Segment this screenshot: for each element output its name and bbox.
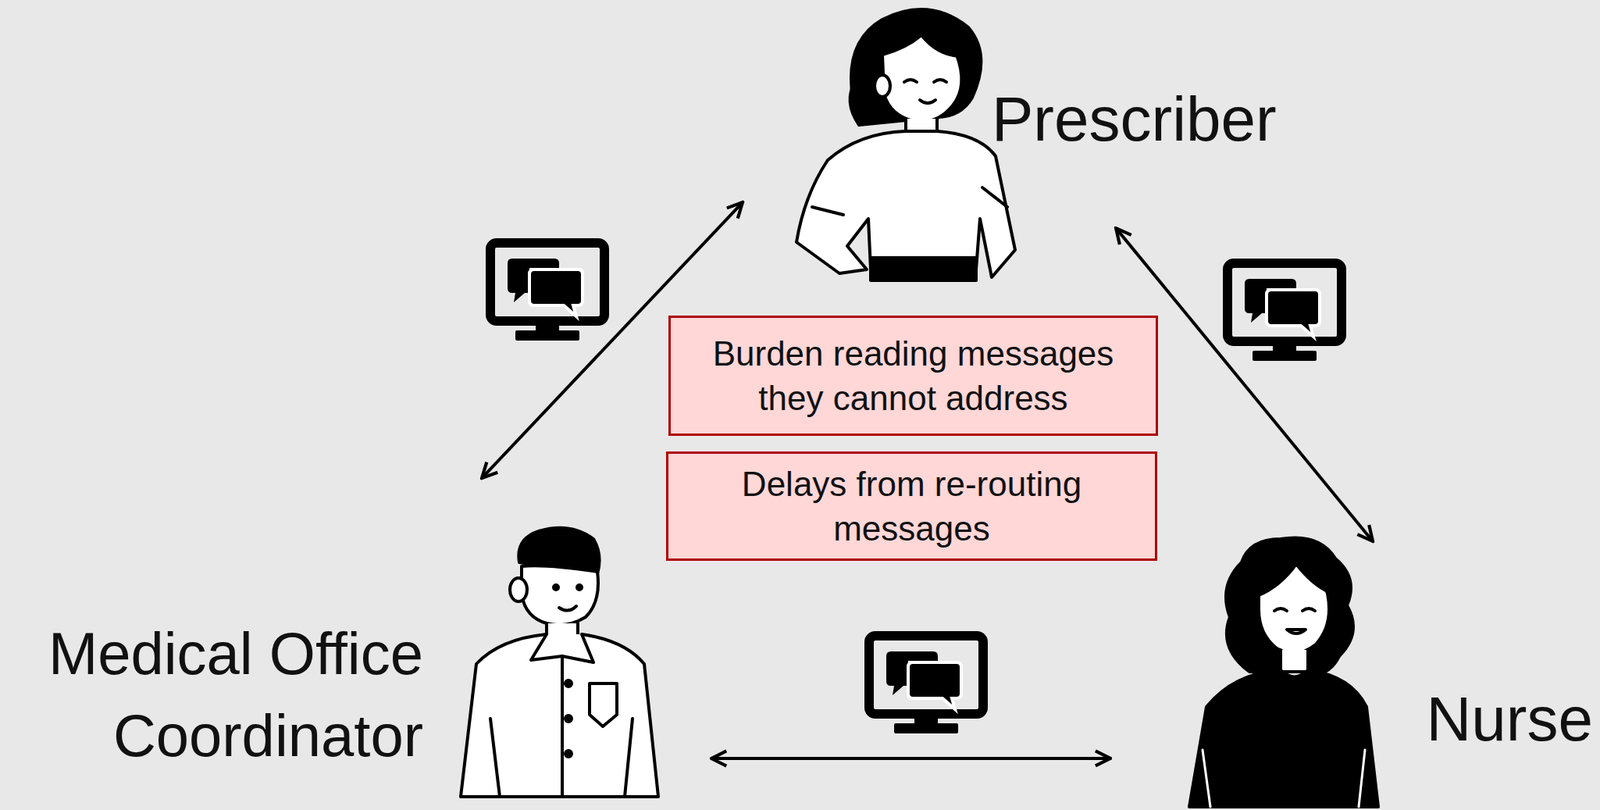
chat-monitor-icon bbox=[869, 635, 984, 734]
box-text: Delays from re-routing messages bbox=[690, 461, 1134, 551]
coordinator-figure bbox=[460, 527, 659, 797]
chat-monitor-icon bbox=[1227, 263, 1342, 361]
box-text: Burden reading messages they cannot addr… bbox=[692, 331, 1134, 421]
person-label: Prescriber bbox=[991, 83, 1277, 156]
chat-monitor-icon bbox=[490, 242, 605, 341]
double-arrow bbox=[711, 756, 1111, 760]
person-label: Nurse bbox=[1426, 683, 1593, 756]
problem-box: Burden reading messages they cannot addr… bbox=[668, 315, 1159, 436]
person-node: Nurse bbox=[1189, 535, 1379, 807]
problem-box: Delays from re-routing messages bbox=[666, 451, 1158, 561]
prescriber-figure bbox=[796, 9, 1016, 281]
person-node: Prescriber bbox=[794, 5, 1019, 281]
person-node: Medical Office Coordinator bbox=[459, 515, 659, 797]
nurse-figure bbox=[1189, 537, 1379, 807]
person-label: Medical Office Coordinator bbox=[9, 612, 424, 777]
